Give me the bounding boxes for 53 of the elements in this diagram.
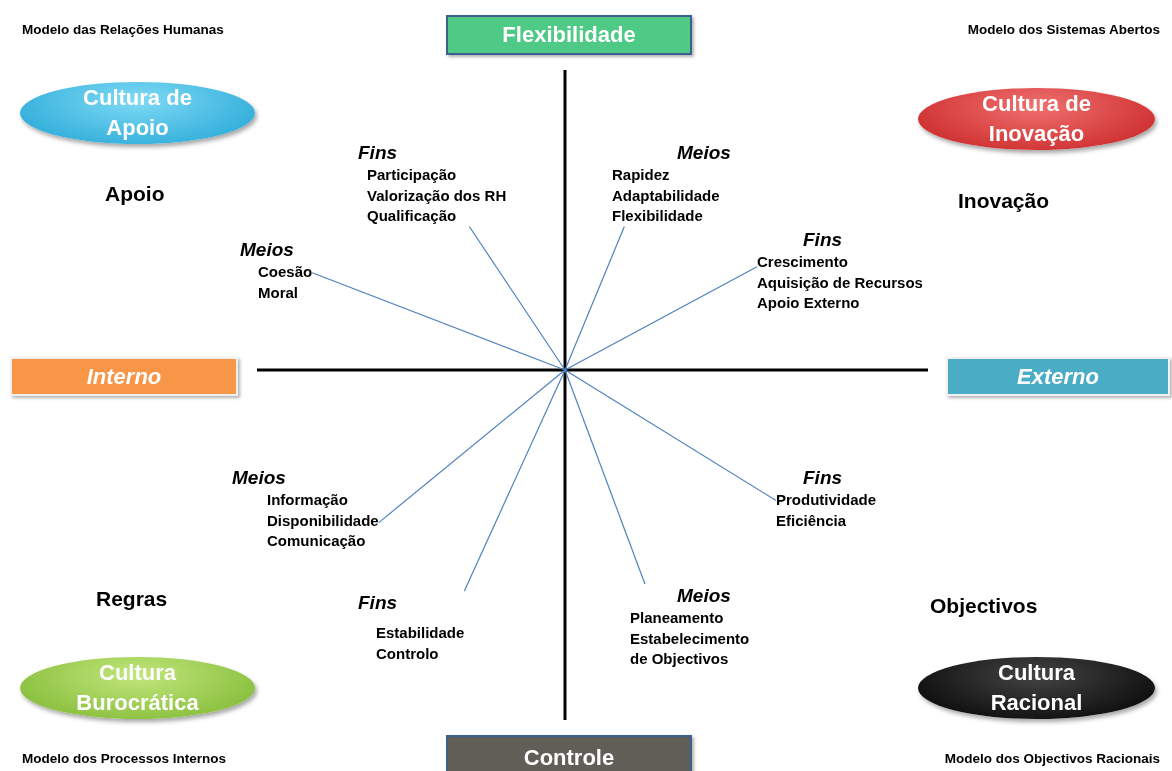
list-item: Informação [267,490,349,510]
spoke-line [311,272,566,371]
quadrant-value-label: Objectivos [930,594,1038,618]
axis-label-box: Controle [446,735,692,771]
culture-ellipse: Cultura de Inovação [918,88,1155,150]
group-heading: Fins [358,141,399,165]
group-heading: Fins [803,466,844,490]
model-label: Modelo dos Sistemas Abertos [967,22,1160,37]
list-item: Aquisição de Recursos [757,272,923,293]
list-item: Eficiência [776,510,848,531]
spoke-line [564,369,646,585]
list-item: Coesão [258,262,313,282]
list-item: Rapidez [612,165,671,185]
spoke-line [564,225,625,371]
list-item: Flexibilidade [612,206,704,226]
axis-label-box: Flexibilidade [446,15,692,55]
list-item: Comunicação [267,531,367,551]
axis-label-box: Interno [10,357,238,396]
group-heading: Meios [677,141,731,165]
list-item: Estabilidade [376,623,465,643]
quadrant-value-label: Regras [96,587,168,611]
list-item: Produtividade [776,490,876,510]
group-heading: Fins [803,228,844,252]
group-heading: Meios [240,238,295,262]
group-heading: Meios [677,584,732,608]
culture-ellipse: Cultura Racional [918,657,1155,719]
model-label: Modelo dos Processos Internos [22,751,227,766]
spoke-line [564,266,758,371]
spoke-line [564,369,777,502]
list-item: Participação [367,165,458,185]
model-label: Modelo dos Objectivos Racionais [944,751,1160,766]
model-label: Modelo das Relações Humanas [22,22,224,37]
list-item: Estabelecimento [630,628,750,649]
list-item: de Objectivos [630,649,730,669]
list-item: Qualificação [367,206,458,226]
group-heading: Fins [358,591,399,615]
culture-ellipse: Cultura de Apoio [20,82,255,144]
list-item: Controlo [376,643,440,664]
list-item: Apoio Externo [757,293,861,313]
spoke-line [463,369,566,592]
list-item: Planeamento [630,608,725,628]
quadrant-value-label: Apoio [105,182,165,206]
spoke-line [378,369,566,524]
spoke-line [468,225,566,371]
axis-label-box: Externo [946,357,1170,396]
list-item: Crescimento [757,252,849,272]
group-heading: Meios [232,466,287,490]
list-item: Adaptabilidade [612,185,721,206]
quadrant-value-label: Inovação [958,189,1050,213]
culture-ellipse: Cultura Burocrática [20,657,255,719]
list-item: Moral [258,282,299,303]
list-item: Valorização dos RH [367,185,507,206]
list-item: Disponibilidade [267,510,379,531]
